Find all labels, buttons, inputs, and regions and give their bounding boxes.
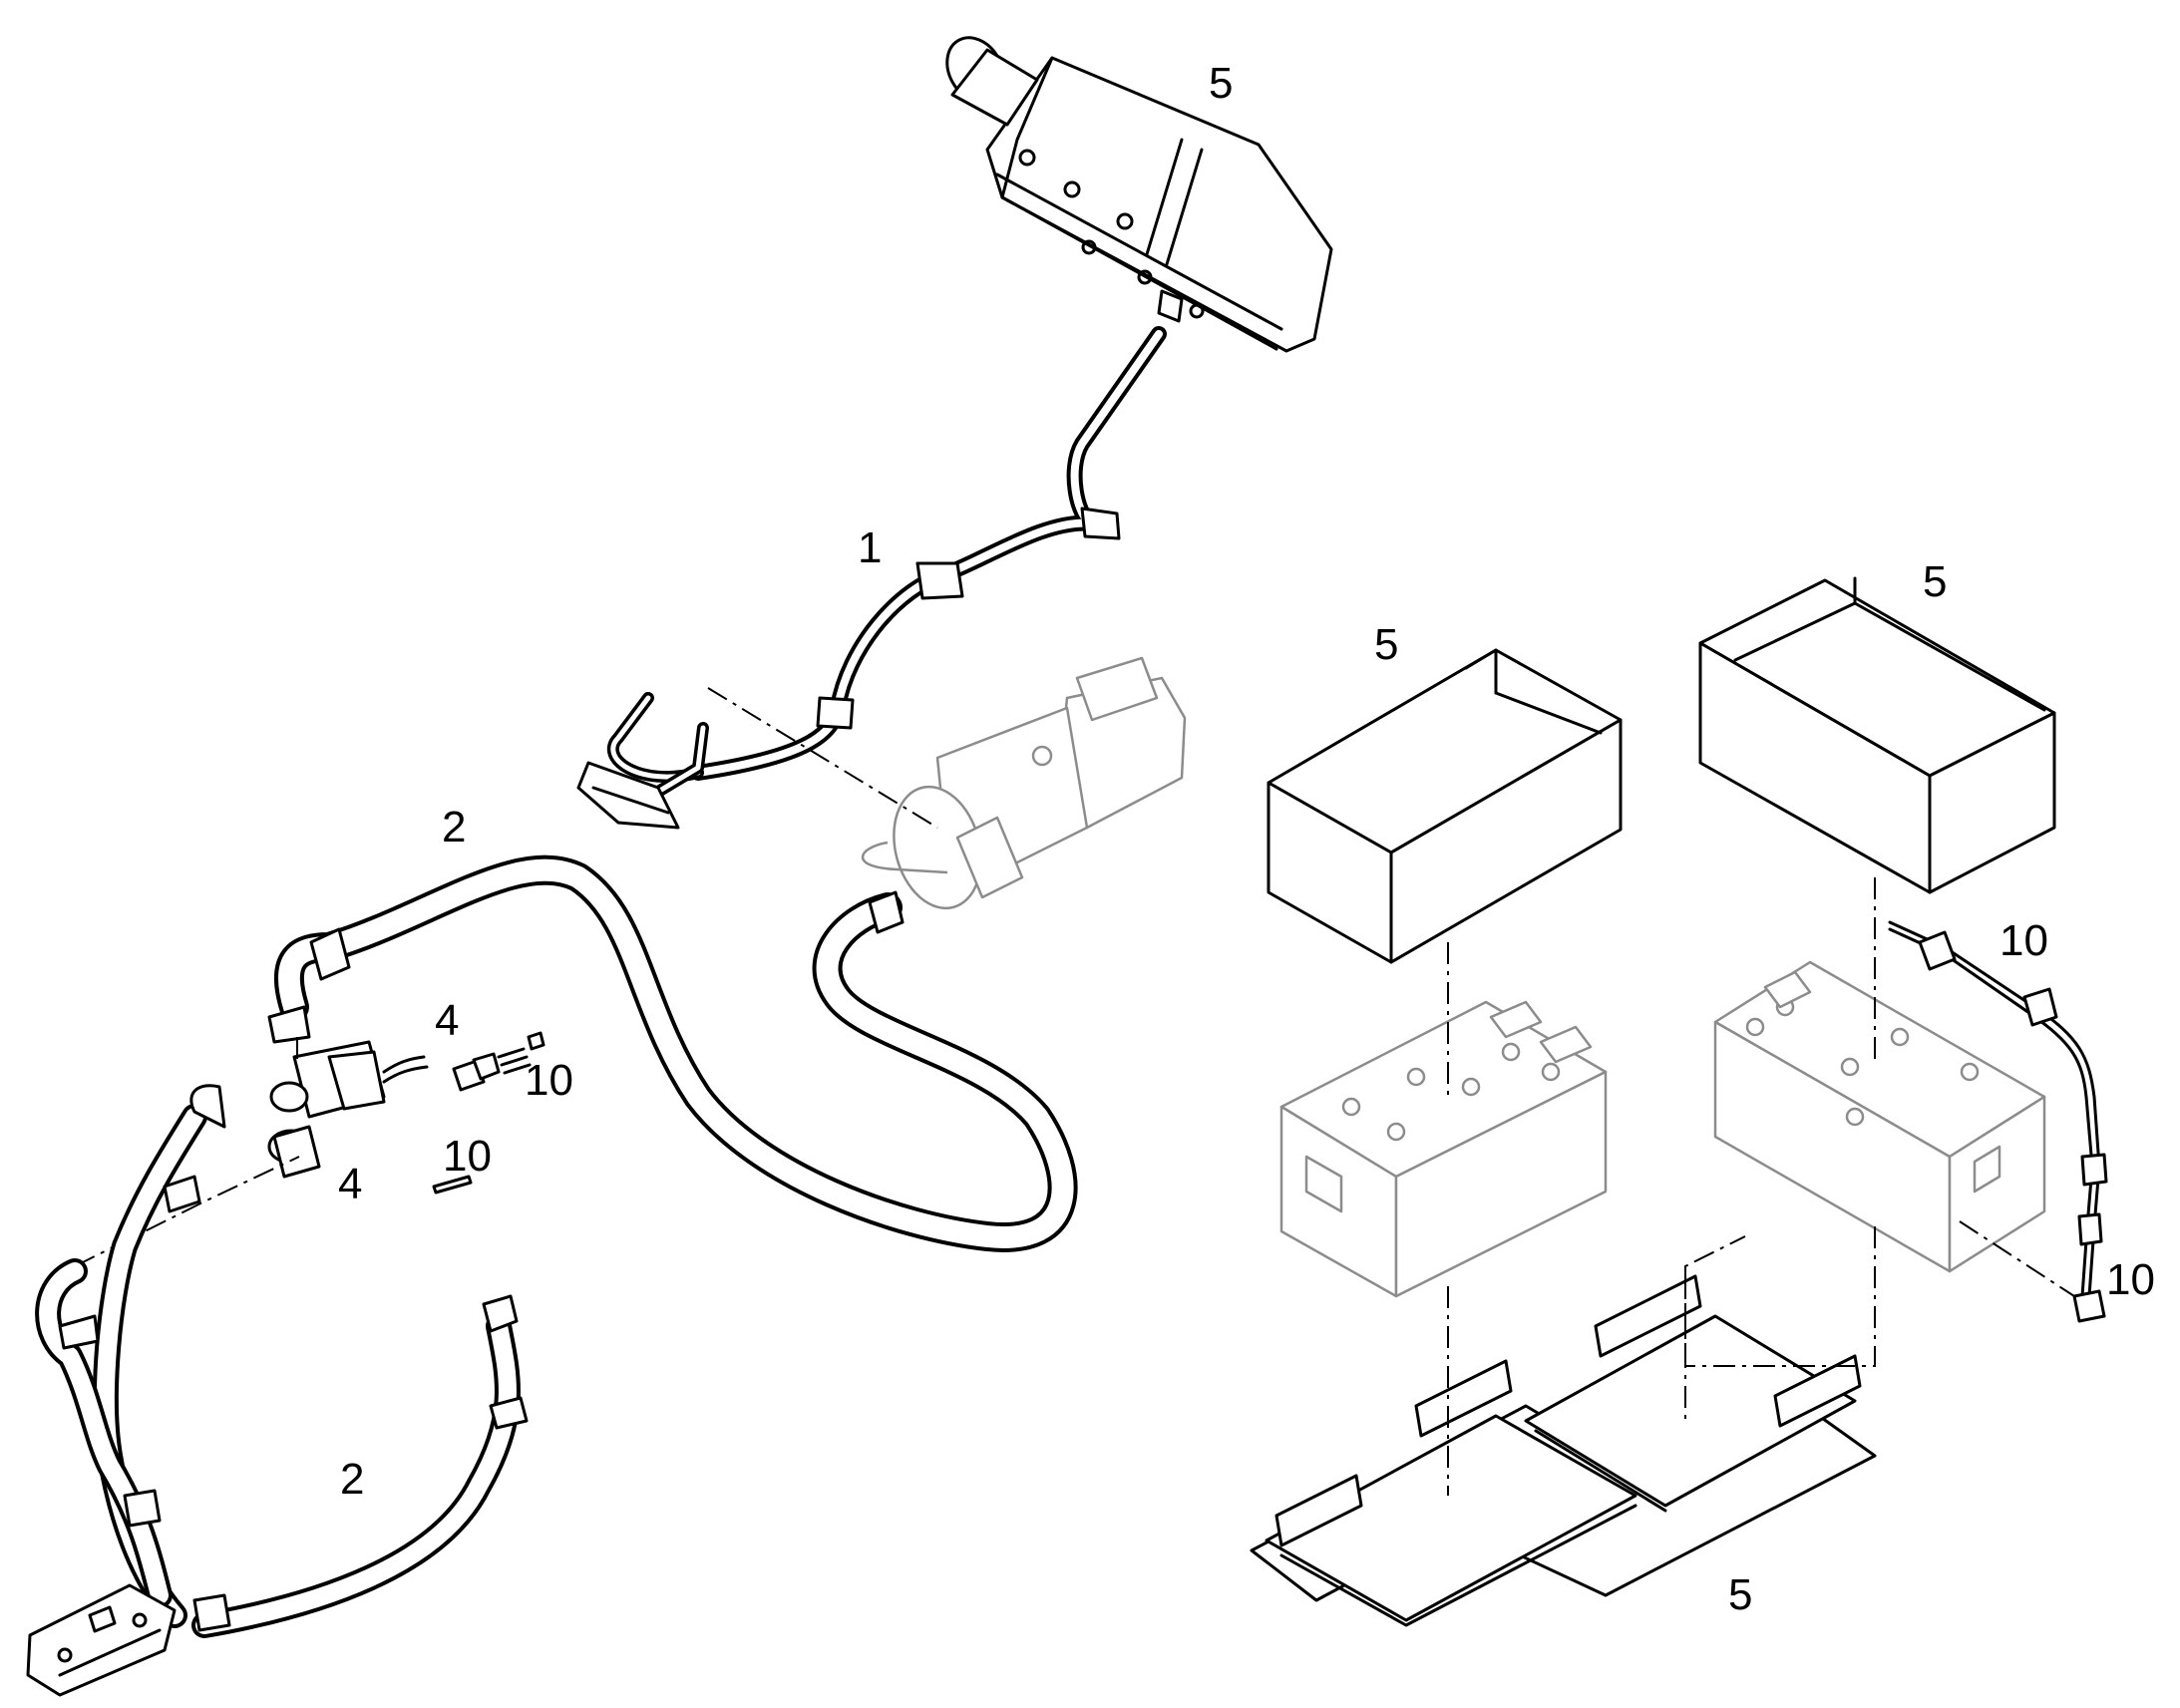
battery-right [1713, 960, 2046, 1273]
battery-left [1279, 1000, 1608, 1298]
callout-pump-pin: 10 [443, 1132, 492, 1181]
battery-cover-right [1698, 576, 2056, 894]
coolant-hose-lower [35, 1084, 529, 1638]
circulation-pump [267, 1040, 473, 1195]
pump-motor-assembly [861, 656, 1187, 910]
battery-tray [1250, 1274, 1877, 1627]
heater-unit [945, 36, 1333, 353]
callout-battery-cable-bottom: 10 [2106, 1255, 2155, 1304]
callout-coolant-hose-upper: 2 [442, 803, 467, 852]
fuel-line-leader [707, 687, 938, 829]
callout-coolant-hose-lower: 2 [340, 1455, 365, 1504]
assembly-leaders [1447, 877, 2075, 1496]
callout-battery-cover-left: 5 [1374, 620, 1399, 669]
callout-battery-cover-right: 5 [1923, 557, 1948, 606]
callout-fuel-line: 1 [858, 523, 883, 572]
coolant-hose-upper [267, 854, 1078, 1252]
callout-heater: 5 [1209, 59, 1234, 108]
pump-leader-lower [74, 1156, 300, 1267]
callout-pump-connector: 4 [435, 996, 460, 1045]
callout-pump: 4 [338, 1160, 363, 1208]
battery-cover-left [1267, 648, 1623, 964]
mounting-bracket [26, 1583, 177, 1697]
pump-connector-parts [452, 1031, 545, 1092]
battery-cable [1888, 920, 2108, 1323]
callout-pump-fuse: 10 [525, 1056, 573, 1105]
callout-battery-tray: 5 [1728, 1570, 1753, 1619]
callout-battery-cable-top: 10 [1999, 916, 2048, 965]
fuel-line [576, 326, 1167, 830]
